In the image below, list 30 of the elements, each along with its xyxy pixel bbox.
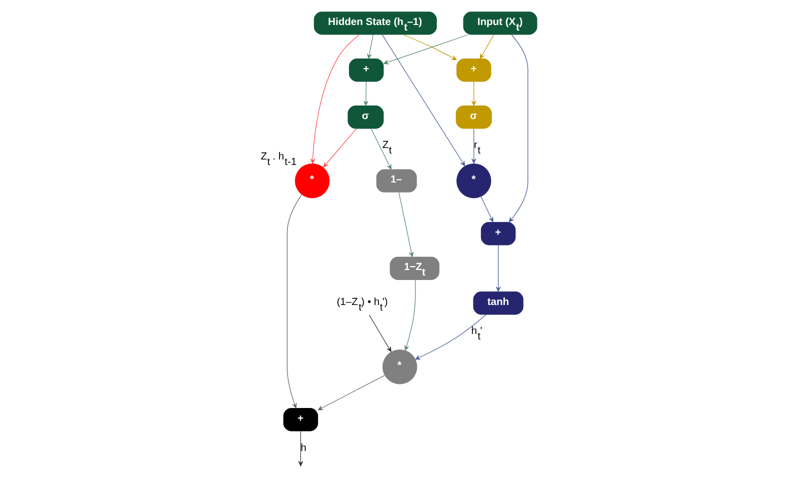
node-box: +	[456, 58, 492, 82]
arrow	[323, 128, 356, 168]
node-box: +	[480, 222, 516, 245]
node-box: +	[348, 58, 384, 82]
arrow	[471, 81, 476, 106]
arrow	[398, 192, 414, 256]
node-box: 1–	[376, 168, 417, 192]
node-box: σ	[456, 105, 492, 128]
arrow	[367, 34, 374, 58]
node-box: σ	[348, 105, 384, 128]
arrow	[480, 196, 494, 222]
node-box: +	[283, 408, 318, 431]
arrow	[318, 374, 385, 410]
node-box: tanh	[473, 291, 524, 314]
arrow	[364, 81, 368, 106]
arrow	[370, 128, 392, 169]
node-circle: *	[456, 162, 492, 198]
node-circle: *	[382, 348, 418, 384]
arrow	[368, 314, 392, 352]
arrow	[415, 314, 486, 360]
arrow	[496, 244, 501, 292]
arrow	[508, 34, 528, 222]
arrow	[382, 34, 466, 166]
arrow	[471, 128, 476, 164]
arrow	[383, 34, 468, 64]
arrow	[480, 34, 494, 58]
arrow	[286, 194, 302, 408]
arrow	[403, 34, 457, 60]
edge-label: h	[300, 442, 306, 454]
arrow	[404, 279, 416, 350]
